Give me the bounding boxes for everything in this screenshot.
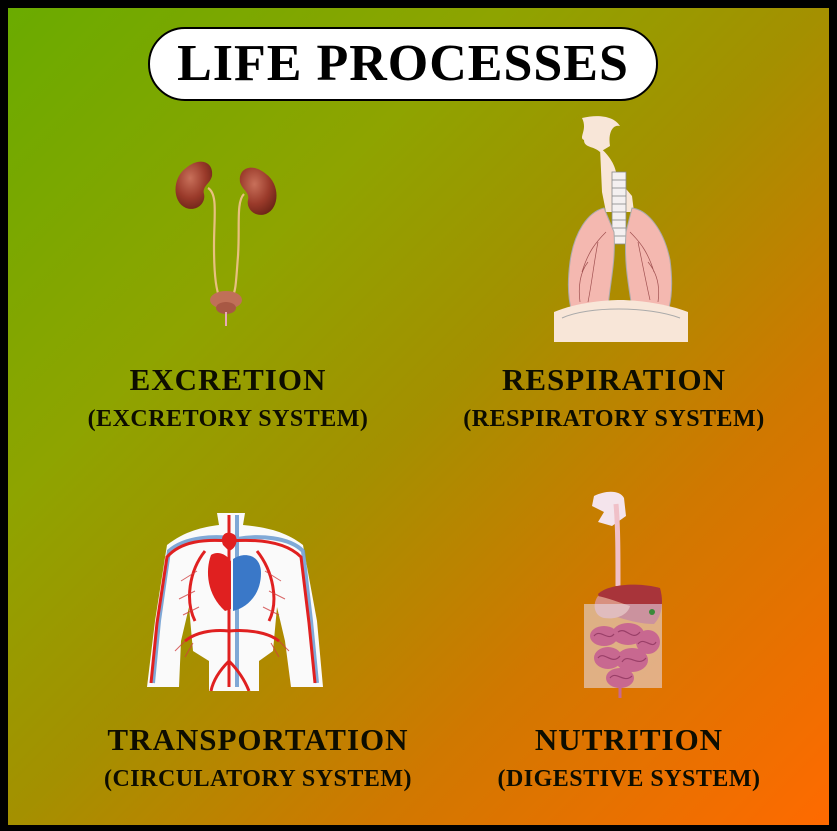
kidneys-illustration <box>175 161 277 326</box>
system-name: (EXCRETORY SYSTEM) <box>87 406 369 432</box>
process-name: RESPIRATION <box>501 362 727 397</box>
process-nutrition: NUTRITION (DIGESTIVE SYSTEM) <box>468 722 790 794</box>
poster-canvas: LIFE PROCESSES <box>8 8 829 825</box>
lungs-illustration <box>554 116 688 342</box>
process-respiration: RESPIRATION (RESPIRATORY SYSTEM) <box>428 362 800 434</box>
process-name: NUTRITION <box>534 722 724 757</box>
process-name: EXCRETION <box>129 362 327 397</box>
system-name: (RESPIRATORY SYSTEM) <box>463 406 765 432</box>
process-transportation: TRANSPORTATION (CIRCULATORY SYSTEM) <box>58 722 458 794</box>
digestive-illustration <box>584 491 662 698</box>
page-title: LIFE PROCESSES <box>177 35 629 92</box>
system-name: (CIRCULATORY SYSTEM) <box>103 766 413 792</box>
system-name: (DIGESTIVE SYSTEM) <box>497 766 761 792</box>
title-banner: LIFE PROCESSES <box>148 27 658 101</box>
process-excretion: EXCRETION (EXCRETORY SYSTEM) <box>48 362 408 434</box>
process-name: TRANSPORTATION <box>107 722 409 757</box>
circulatory-illustration <box>147 513 323 691</box>
